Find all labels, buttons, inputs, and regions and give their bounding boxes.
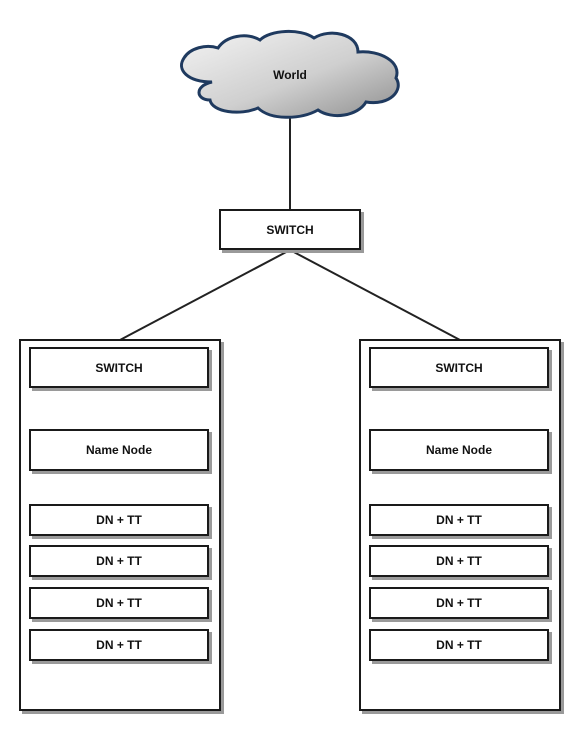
core-switch: SWITCH: [219, 209, 361, 250]
rack-left-data-node: DN + TT: [29, 504, 209, 536]
switch-to-rack-right-link: [289, 249, 461, 341]
rack-left-data-node: DN + TT: [29, 587, 209, 619]
cloud-label: World: [273, 68, 307, 82]
rack-right-data-node: DN + TT: [369, 587, 549, 619]
world-cloud: World: [180, 30, 400, 119]
rack-left-data-node: DN + TT: [29, 545, 209, 577]
rack-right-data-node: DN + TT: [369, 629, 549, 661]
rack-left-data-node: DN + TT: [29, 629, 209, 661]
rack-right-switch: SWITCH: [369, 347, 549, 388]
rack-right-data-node: DN + TT: [369, 545, 549, 577]
rack-right-name-node: Name Node: [369, 429, 549, 471]
rack-left-switch: SWITCH: [29, 347, 209, 388]
rack-right-data-node: DN + TT: [369, 504, 549, 536]
cloud-shape: [180, 30, 400, 119]
switch-to-rack-left-link: [119, 249, 291, 341]
rack-left-name-node: Name Node: [29, 429, 209, 471]
